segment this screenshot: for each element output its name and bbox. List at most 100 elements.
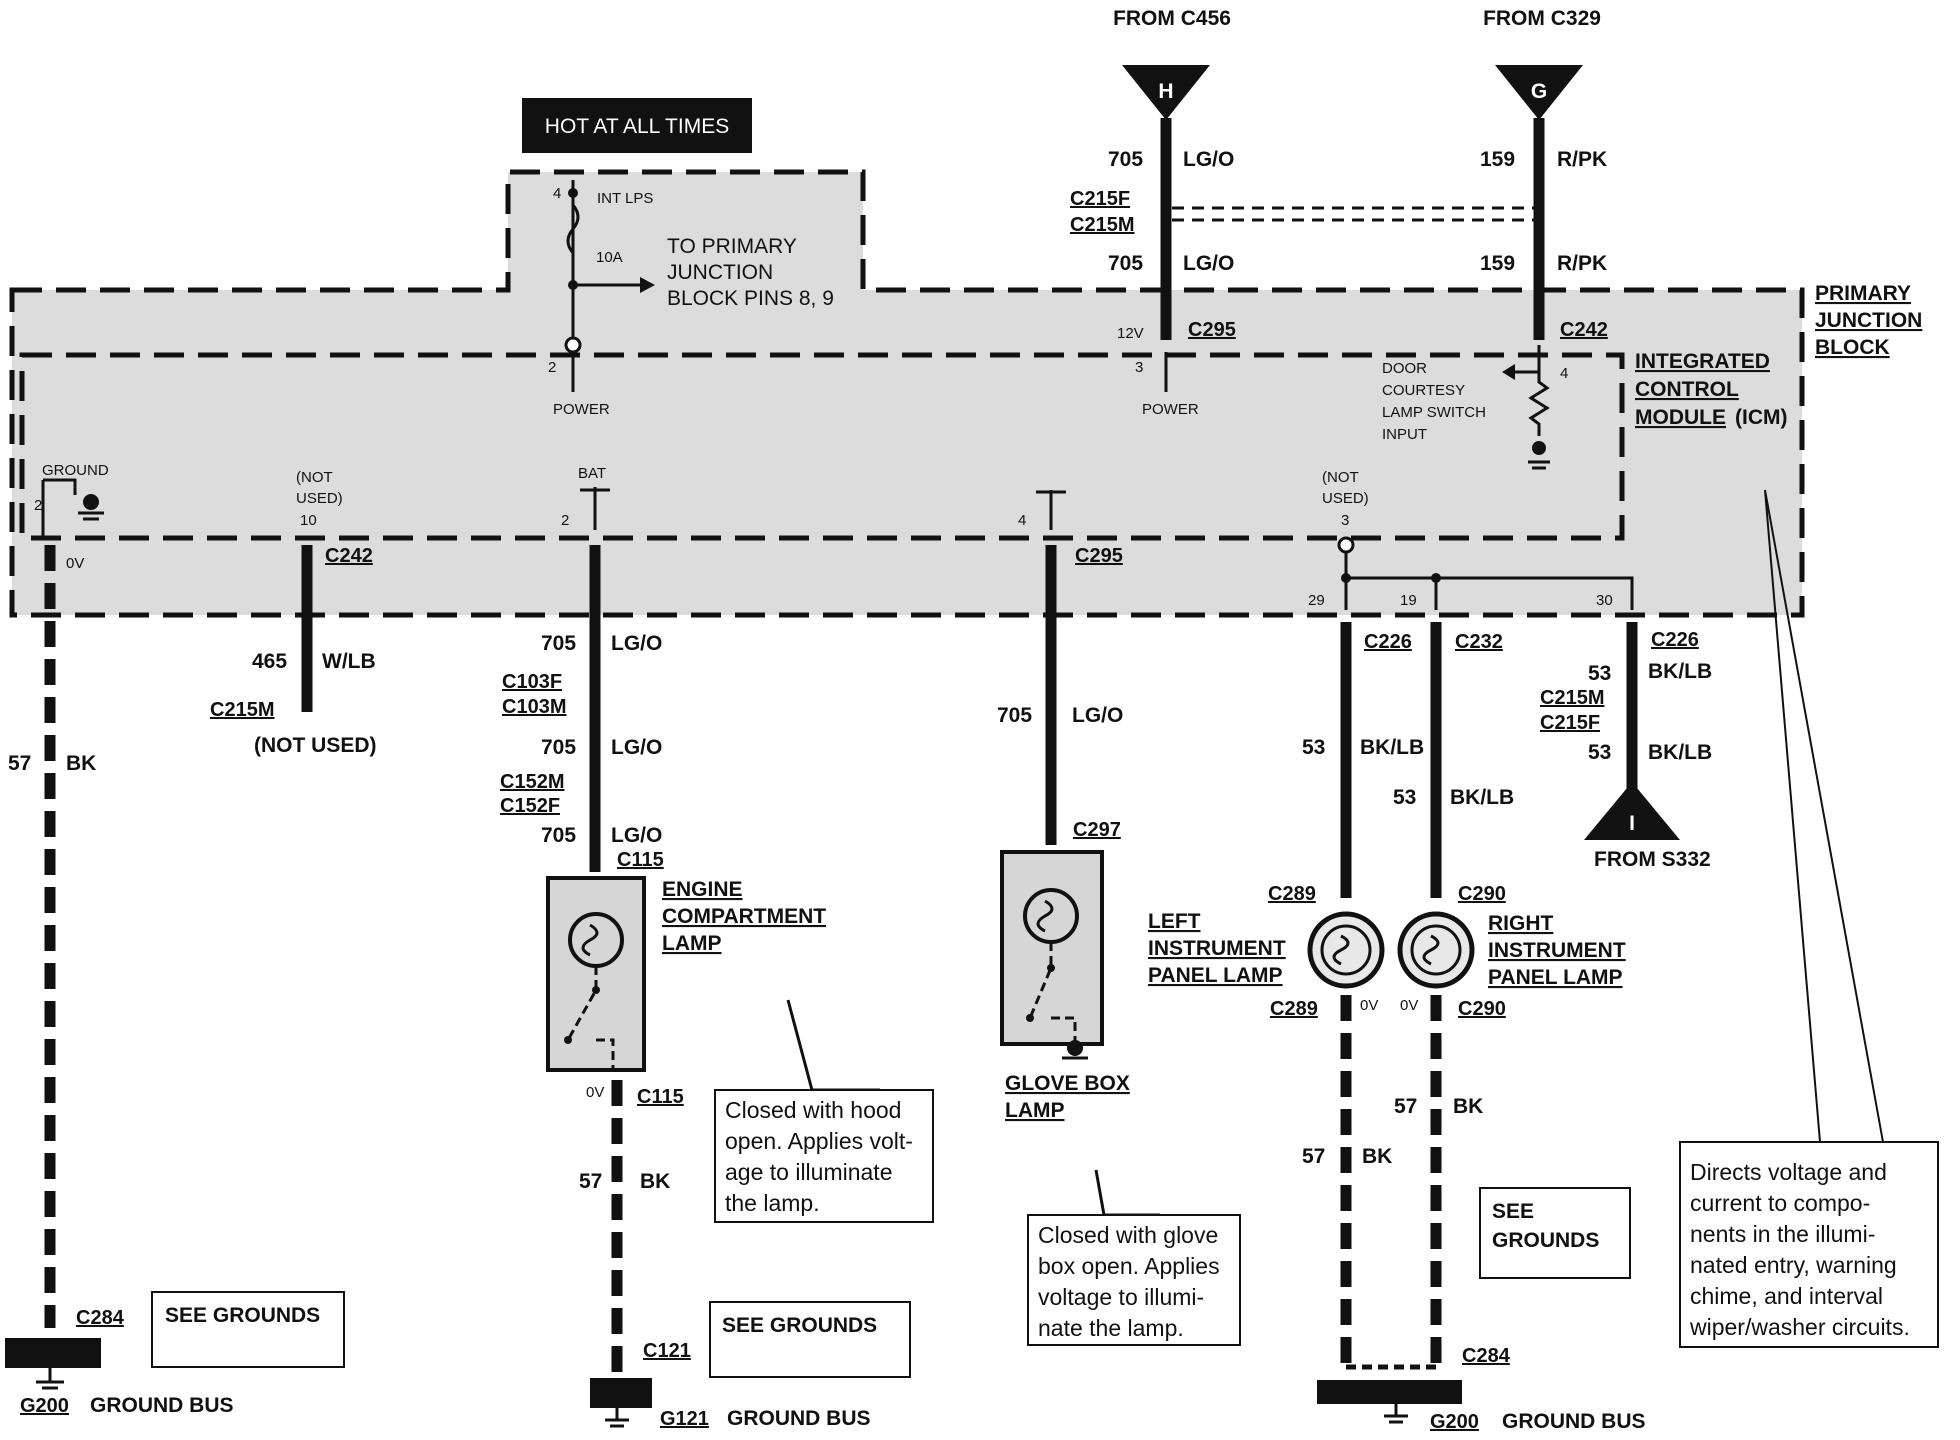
- glove-note-4: nate the lamp.: [1038, 1315, 1184, 1341]
- fuse-branch-1: TO PRIMARY: [667, 235, 797, 258]
- h-conn-f: C215F: [1070, 188, 1130, 210]
- engine-seg3-circuit: 705: [541, 824, 576, 847]
- engine-seg1-circuit: 705: [541, 632, 576, 655]
- switch-label-3: LAMP SWITCH: [1382, 404, 1486, 421]
- icm-label-4: (ICM): [1735, 406, 1787, 429]
- icm-note-1: Directs voltage and: [1690, 1159, 1887, 1185]
- engine-conn-bottom: C115: [637, 1086, 684, 1108]
- third-circuit: 53: [1588, 662, 1611, 685]
- third-conn-m: C215M: [1540, 687, 1604, 709]
- connector-g-letter: G: [1531, 80, 1547, 103]
- source-s332-label: FROM S332: [1594, 848, 1711, 871]
- icm-callout-pointer: [1764, 489, 1884, 1143]
- right-panel-title-3: PANEL LAMP: [1488, 966, 1623, 989]
- switch-label-2: COURTESY: [1382, 382, 1465, 399]
- engine-seg2-circuit: 705: [541, 736, 576, 759]
- icm-note-4: nated entry, warning: [1690, 1252, 1897, 1278]
- right-see-grounds-1: SEE: [1492, 1200, 1534, 1223]
- engine-conn-a2: C103M: [502, 696, 566, 718]
- g-connector: C242: [1560, 319, 1608, 341]
- left-panel-title-3: PANEL LAMP: [1148, 964, 1283, 987]
- pin-19: 19: [1400, 592, 1417, 609]
- left-panel-circuit: 53: [1302, 736, 1325, 759]
- engine-conn-a1: C103F: [502, 671, 562, 693]
- left-ground-connector: C284: [76, 1307, 125, 1329]
- h-circuit: 705: [1108, 148, 1143, 171]
- g-circuit2: 159: [1480, 252, 1515, 275]
- pin4-number: 4: [1018, 512, 1026, 529]
- source-c456-label: FROM C456: [1113, 7, 1231, 30]
- engine-voltage: 0V: [586, 1084, 604, 1101]
- ground-pin-label: GROUND: [42, 462, 109, 479]
- fuse-rating: 10A: [596, 249, 623, 266]
- connector-h-icon: [1122, 65, 1210, 120]
- engine-title-1: ENGINE: [662, 878, 743, 901]
- switch-resistor-icon: [1528, 372, 1550, 436]
- right-panel-conn-top: C232: [1455, 631, 1503, 653]
- right-ground-conn: C284: [1462, 1345, 1511, 1367]
- right-panel-voltage: 0V: [1400, 997, 1418, 1014]
- glove-title-2: LAMP: [1005, 1099, 1065, 1122]
- ground-voltage: 0V: [66, 555, 84, 572]
- icm-note-2: current to compo-: [1690, 1190, 1870, 1216]
- glove-color: LG/O: [1072, 704, 1123, 727]
- right-see-grounds-2: GROUNDS: [1492, 1229, 1599, 1252]
- pjb-label-2: JUNCTION: [1815, 309, 1922, 332]
- engine-conn-top: C115: [617, 849, 664, 871]
- engine-note-1: Closed with hood: [725, 1097, 901, 1123]
- switch-label-4: INPUT: [1382, 426, 1427, 443]
- glove-circuit: 705: [997, 704, 1032, 727]
- connector-h-letter: H: [1158, 80, 1173, 103]
- third-conn-f: C215F: [1540, 712, 1600, 734]
- third-conn-top: C226: [1651, 629, 1699, 651]
- not-used-3-pin: 3: [1341, 512, 1349, 529]
- not-used-note: (NOT USED): [254, 734, 377, 757]
- left-panel-color: BK/LB: [1360, 736, 1424, 759]
- left-ground-color: BK: [66, 752, 96, 775]
- engine-note-3: age to illuminate: [725, 1159, 893, 1185]
- icm-note-5: chime, and interval: [1690, 1283, 1883, 1309]
- engine-seg2-color: LG/O: [611, 736, 662, 759]
- engine-conn-b2: C152F: [500, 795, 560, 817]
- engine-ground-bus-icon: [590, 1378, 652, 1408]
- not-used-10-connector: C242: [325, 545, 373, 567]
- bat-label: BAT: [578, 465, 606, 482]
- engine-ground-color: BK: [640, 1170, 670, 1193]
- engine-see-grounds-box: [709, 1301, 911, 1378]
- glove-note-3: voltage to illumi-: [1038, 1284, 1204, 1310]
- not-used-3-a: (NOT: [1322, 469, 1359, 486]
- left-panel-title-1: LEFT: [1148, 910, 1201, 933]
- right-panel-ground-circuit: 57: [1394, 1095, 1417, 1118]
- h-connector: C295: [1188, 319, 1236, 341]
- glove-callout-pointer: [1094, 1169, 1160, 1217]
- fuse-name: INT LPS: [597, 190, 653, 207]
- left-panel-conn-lamp: C289: [1268, 883, 1316, 905]
- pin4-connector: C295: [1075, 545, 1123, 567]
- icm-note-6: wiper/washer circuits.: [1689, 1314, 1910, 1340]
- hot-at-all-times-box: [522, 98, 752, 153]
- engine-ground-g121: G121: [660, 1408, 709, 1430]
- glove-note-1: Closed with glove: [1038, 1222, 1218, 1248]
- h-power: POWER: [1142, 401, 1199, 418]
- icm-label-1: INTEGRATED: [1635, 350, 1770, 373]
- icm-label-3: MODULE: [1635, 406, 1726, 429]
- fuse-pin: 4: [553, 185, 561, 202]
- h-conn-m: C215M: [1070, 214, 1134, 236]
- not-used-3-b: USED): [1322, 490, 1369, 507]
- engine-ground-bus: GROUND BUS: [727, 1407, 871, 1430]
- bat-pin: 2: [561, 512, 569, 529]
- engine-seg1-color: LG/O: [611, 632, 662, 655]
- engine-see-grounds: SEE GROUNDS: [722, 1314, 877, 1337]
- right-panel-circuit: 53: [1393, 786, 1416, 809]
- pin-29: 29: [1308, 592, 1325, 609]
- g-color: R/PK: [1557, 148, 1607, 171]
- engine-ground-circuit: 57: [579, 1170, 602, 1193]
- not-used-10-b: USED): [296, 490, 343, 507]
- not-used-10-pin: 10: [300, 512, 317, 529]
- not-used-connector: C215M: [210, 699, 274, 721]
- fuse-branch-2: JUNCTION: [667, 261, 773, 284]
- fuse-icon: [566, 204, 580, 254]
- hot-at-all-times-label: HOT AT ALL TIMES: [545, 115, 729, 138]
- right-panel-title-2: INSTRUMENT: [1488, 939, 1626, 962]
- h-circuit2: 705: [1108, 252, 1143, 275]
